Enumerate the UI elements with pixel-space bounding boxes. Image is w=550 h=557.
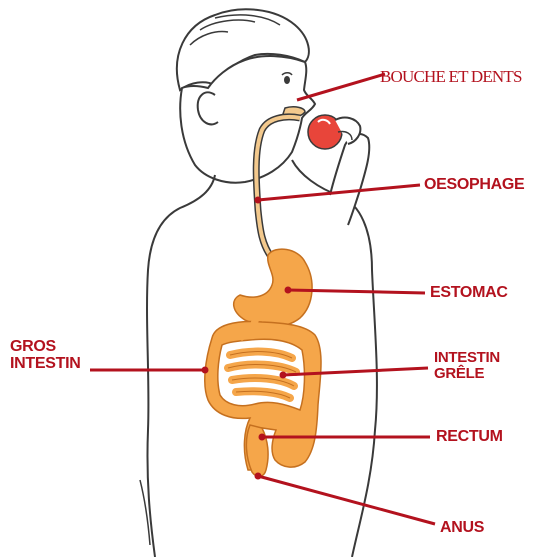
label-mouth: BOUCHE ET DENTS	[380, 68, 522, 85]
label-rectum: RECTUM	[436, 428, 503, 445]
label-esophagus: OESOPHAGE	[424, 176, 524, 193]
label-large-intestine: GROS INTESTIN	[10, 338, 81, 372]
leader-mouth	[297, 74, 385, 100]
label-anus: ANUS	[440, 519, 484, 536]
arm	[330, 134, 369, 225]
ear	[198, 92, 218, 124]
label-small-intestine-line1: INTESTIN	[434, 350, 500, 366]
label-large-intestine-line1: GROS	[10, 338, 81, 355]
label-large-intestine-line2: INTESTIN	[10, 355, 81, 372]
label-small-intestine-line2: GRÊLE	[434, 366, 500, 382]
label-small-intestine: INTESTIN GRÊLE	[434, 350, 500, 382]
label-stomach: ESTOMAC	[430, 284, 508, 301]
stomach	[234, 249, 312, 326]
leader-anus	[258, 476, 435, 524]
